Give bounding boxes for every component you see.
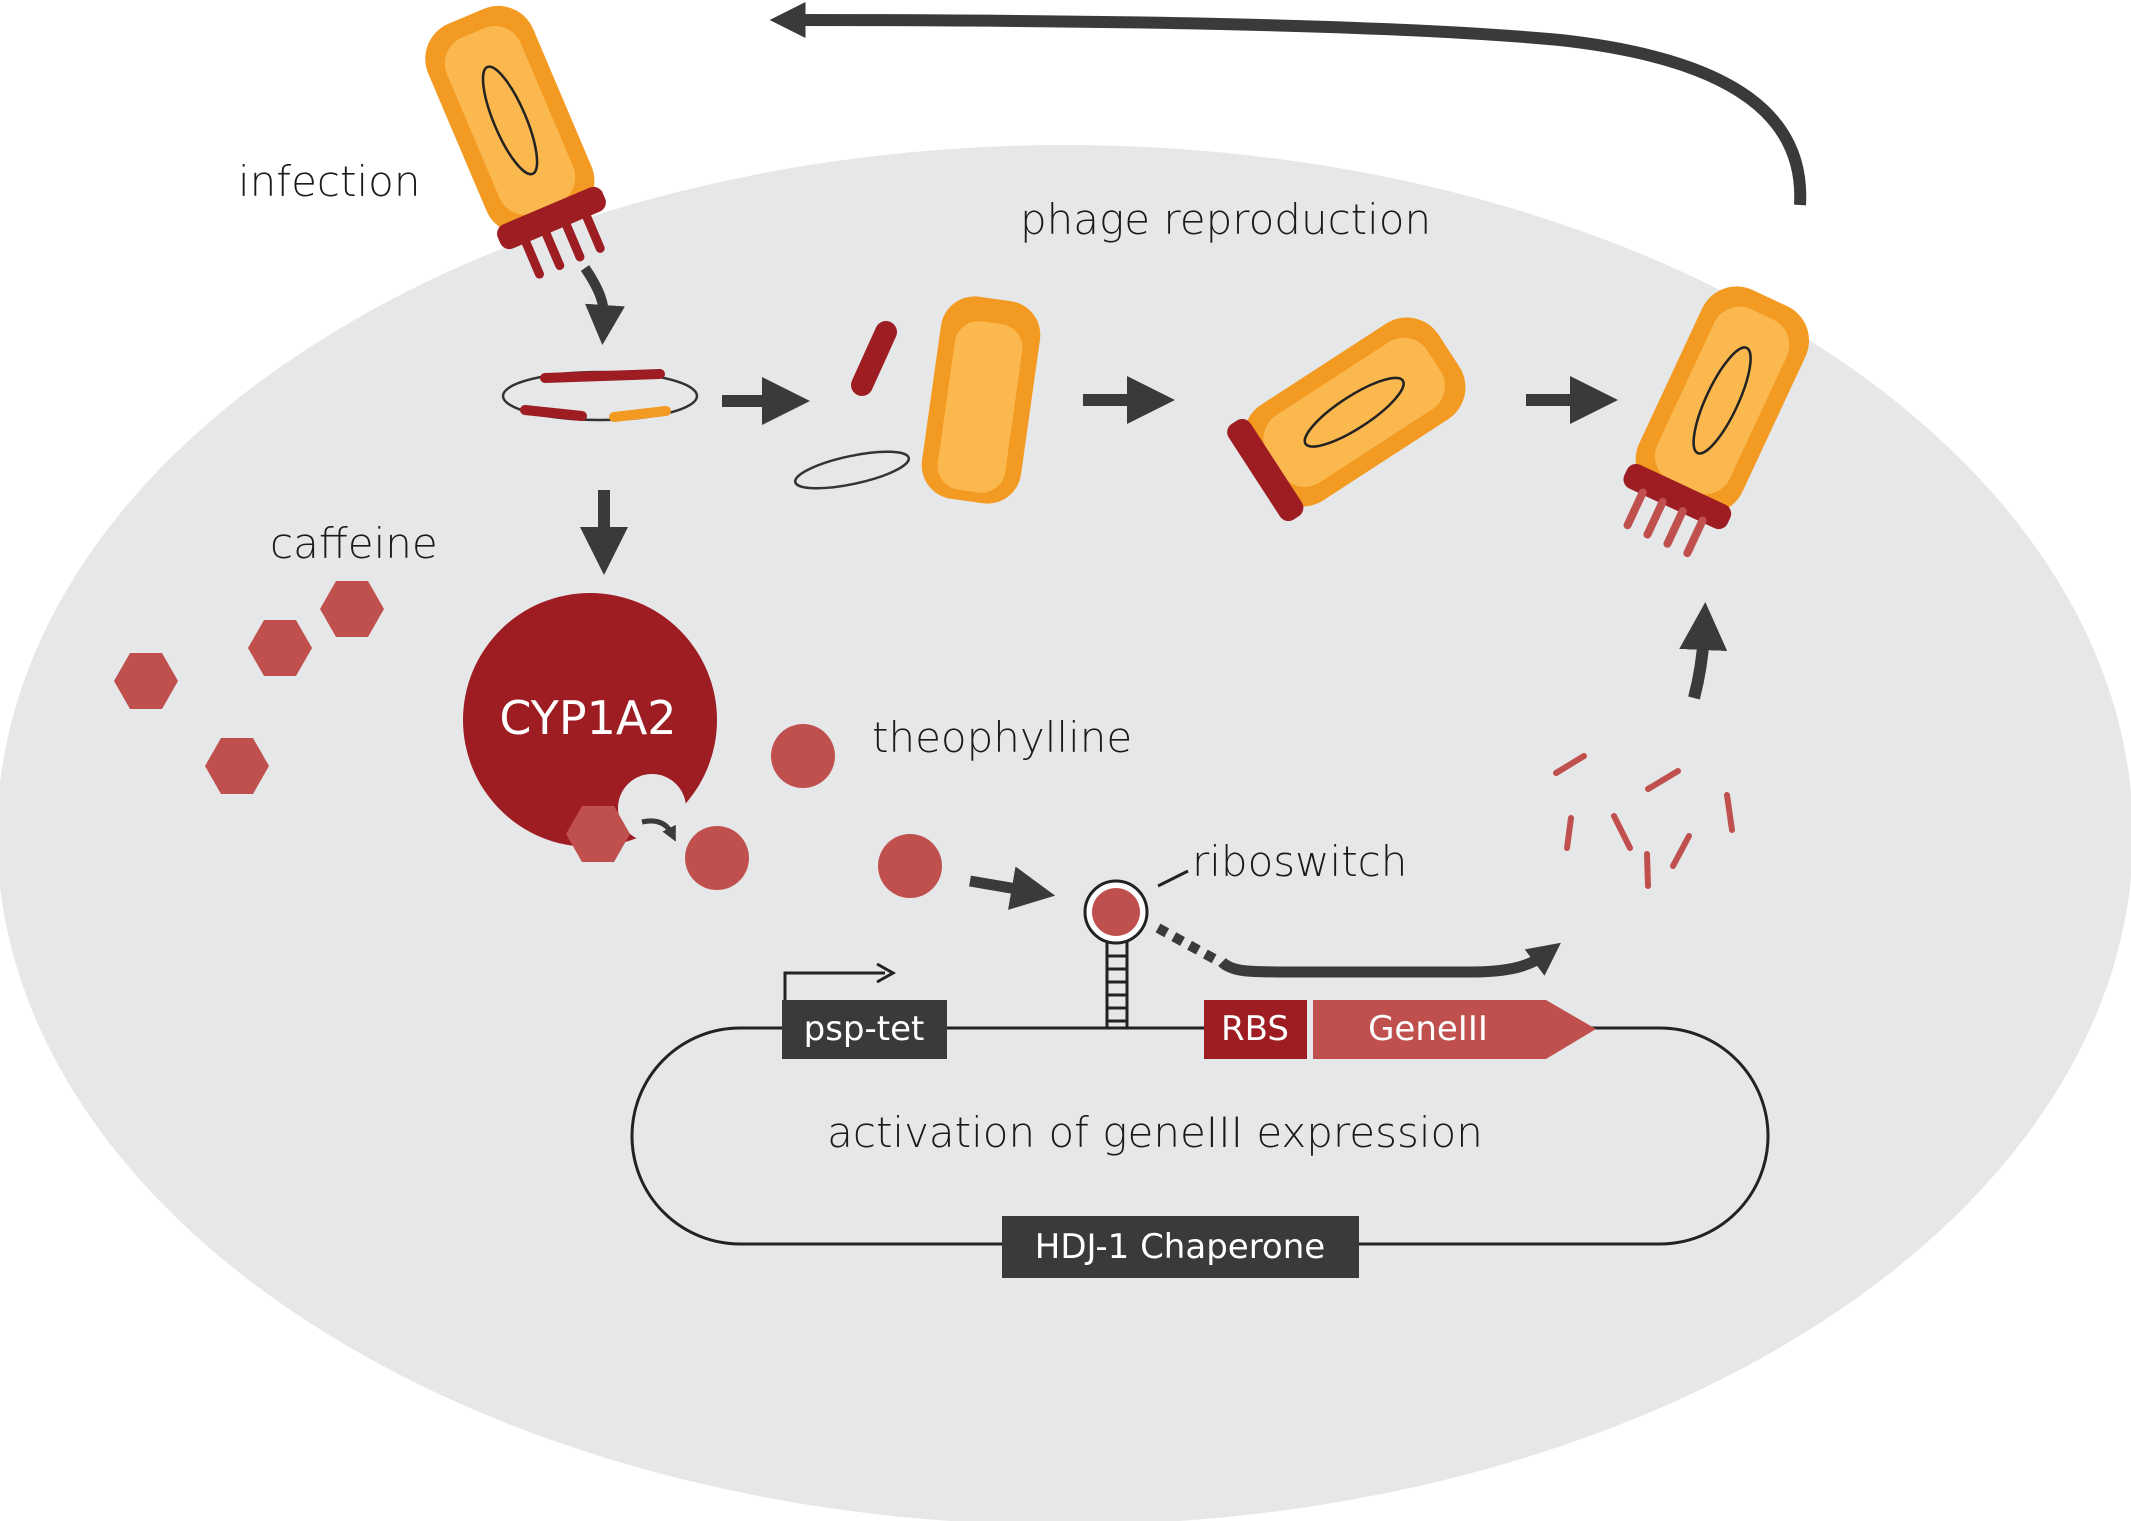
rbs-label: RBS — [1221, 1009, 1289, 1049]
hexagon-icon — [566, 806, 630, 862]
riboswitch-hairpin-icon — [1083, 879, 1149, 1028]
transcription-arrow — [1218, 942, 1561, 978]
conversion-arrow — [641, 818, 676, 842]
incorporation-arrow — [1679, 602, 1728, 700]
cell-body — [0, 145, 2131, 1521]
riboswitch-pointer — [1157, 869, 1189, 888]
activation-label: activation of geneIII expression — [827, 1108, 1483, 1157]
piii-protein-fragments — [1553, 753, 1735, 889]
geneiii-label: GeneIII — [1368, 1009, 1488, 1049]
promoter-arrowhead-icon — [876, 962, 897, 984]
circle-icon — [771, 724, 835, 788]
theophylline-molecules — [685, 724, 942, 898]
hdj1-chaperone-label: HDJ-1 Chaperone — [1035, 1227, 1325, 1267]
binding-arrow — [969, 866, 1056, 910]
psp-tet-box — [782, 1000, 947, 1059]
transcription-arrow-dashed — [1155, 923, 1223, 967]
hdj1-chaperone-box — [1002, 1216, 1359, 1278]
assembling-phage-icon — [1227, 317, 1466, 522]
hexagon-icon — [248, 620, 312, 676]
complete-phage-icon — [1623, 286, 1810, 558]
caffeine-molecules — [114, 581, 384, 794]
circle-icon — [878, 834, 942, 898]
infection-arrow — [580, 265, 625, 345]
phage-parts-icon — [793, 296, 1041, 504]
hexagon-icon — [114, 653, 178, 709]
infection-label: infection — [238, 157, 420, 206]
geneiii-box — [1313, 1000, 1596, 1059]
psp-tet-label: psp-tet — [804, 1009, 925, 1049]
hexagon-icon — [320, 581, 384, 637]
caffeine-label: caffeine — [270, 519, 438, 568]
cyp1a2-label: CYP1A2 — [499, 691, 676, 745]
riboswitch-label: riboswitch — [1192, 837, 1407, 886]
infecting-phage-icon — [425, 5, 606, 279]
phage-reproduction-label: phage reproduction — [1020, 195, 1431, 244]
release-arrow — [769, 2, 1807, 206]
promoter-arrow-icon — [783, 971, 885, 1000]
theophylline-label: theophylline — [872, 713, 1132, 762]
rbs-box — [1204, 1000, 1307, 1059]
circle-icon — [685, 826, 749, 890]
phage-genome-icon — [501, 369, 699, 422]
hexagon-icon — [205, 738, 269, 794]
